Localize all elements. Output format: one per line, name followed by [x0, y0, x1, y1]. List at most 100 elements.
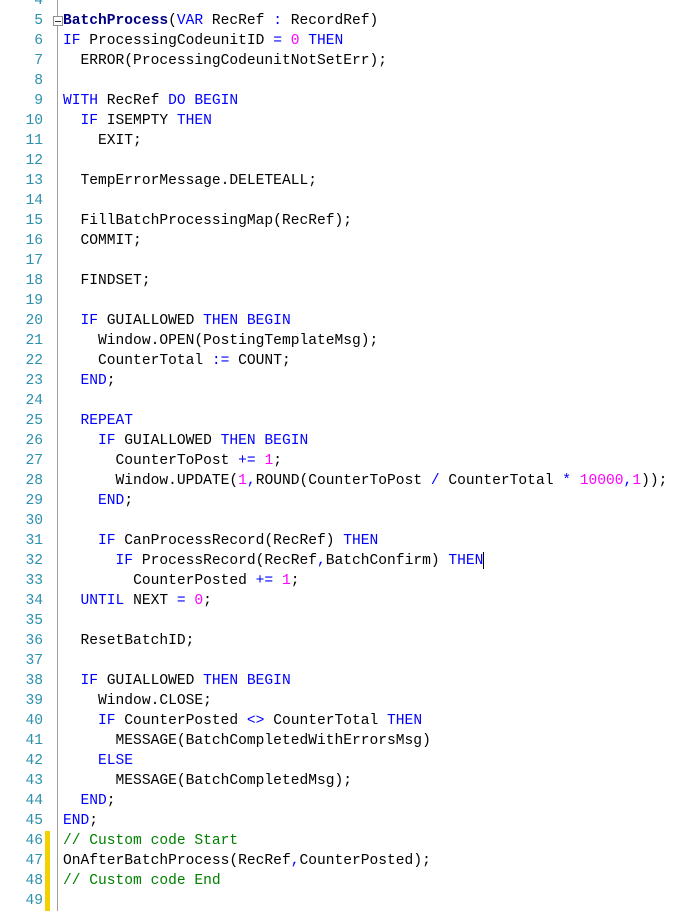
- line-number: 28: [25, 473, 43, 489]
- code-text[interactable]: IF ISEMPTY THEN: [63, 111, 212, 131]
- code-line[interactable]: 24: [0, 391, 685, 411]
- code-text[interactable]: ELSE: [63, 751, 133, 771]
- code-line[interactable]: 15 FillBatchProcessingMap(RecRef);: [0, 211, 685, 231]
- code-line[interactable]: 40 IF CounterPosted <> CounterTotal THEN: [0, 711, 685, 731]
- code-text[interactable]: EXIT;: [63, 131, 142, 151]
- code-line[interactable]: 19: [0, 291, 685, 311]
- code-text[interactable]: END;: [63, 811, 98, 831]
- code-line[interactable]: 41 MESSAGE(BatchCompletedWithErrorsMsg): [0, 731, 685, 751]
- code-line[interactable]: 33 CounterPosted += 1;: [0, 571, 685, 591]
- changed-line-marker: [45, 891, 50, 911]
- code-text[interactable]: MESSAGE(BatchCompletedMsg);: [63, 771, 352, 791]
- code-text[interactable]: ResetBatchID;: [63, 631, 195, 651]
- code-line[interactable]: 30: [0, 511, 685, 531]
- line-number: 5: [34, 13, 43, 29]
- code-token: Window.CLOSE;: [98, 693, 212, 709]
- code-token: THEN: [308, 33, 344, 49]
- code-text[interactable]: END;: [63, 491, 133, 511]
- code-text[interactable]: OnAfterBatchProcess(RecRef,CounterPosted…: [63, 851, 431, 871]
- code-token: IF: [115, 553, 134, 569]
- outline-guide: [57, 271, 58, 291]
- code-text[interactable]: Window.OPEN(PostingTemplateMsg);: [63, 331, 378, 351]
- code-line[interactable]: 10 IF ISEMPTY THEN: [0, 111, 685, 131]
- code-text[interactable]: MESSAGE(BatchCompletedWithErrorsMsg): [63, 731, 431, 751]
- code-line[interactable]: 29 END;: [0, 491, 685, 511]
- code-text[interactable]: IF GUIALLOWED THEN BEGIN: [63, 671, 291, 691]
- code-line[interactable]: 32 IF ProcessRecord(RecRef,BatchConfirm)…: [0, 551, 685, 571]
- code-text[interactable]: // Custom code End: [63, 871, 221, 891]
- code-line[interactable]: 43 MESSAGE(BatchCompletedMsg);: [0, 771, 685, 791]
- code-text[interactable]: REPEAT: [63, 411, 134, 431]
- code-text[interactable]: CounterTotal := COUNT;: [63, 351, 291, 371]
- code-text[interactable]: IF GUIALLOWED THEN BEGIN: [63, 311, 291, 331]
- code-text[interactable]: IF GUIALLOWED THEN BEGIN: [63, 431, 308, 451]
- code-line[interactable]: 22 CounterTotal := COUNT;: [0, 351, 685, 371]
- code-text[interactable]: // Custom code Start: [63, 831, 238, 851]
- code-token: 0: [290, 33, 300, 49]
- code-text[interactable]: FillBatchProcessingMap(RecRef);: [63, 211, 353, 231]
- line-number: 15: [25, 213, 43, 229]
- code-text[interactable]: END;: [63, 791, 116, 811]
- code-text[interactable]: CounterPosted += 1;: [63, 571, 299, 591]
- line-number: 40: [25, 713, 43, 729]
- code-line[interactable]: 31 IF CanProcessRecord(RecRef) THEN: [0, 531, 685, 551]
- code-token: NEXT: [124, 593, 177, 609]
- code-text[interactable]: CounterToPost += 1;: [63, 451, 282, 471]
- code-line[interactable]: 20 IF GUIALLOWED THEN BEGIN: [0, 311, 685, 331]
- code-text[interactable]: Window.UPDATE(1,ROUND(CounterToPost / Co…: [63, 471, 668, 491]
- code-line[interactable]: 25 REPEAT: [0, 411, 685, 431]
- code-line[interactable]: 48// Custom code End: [0, 871, 685, 891]
- code-text[interactable]: BatchProcess(VAR RecRef : RecordRef): [63, 11, 378, 31]
- code-line[interactable]: 23 END;: [0, 371, 685, 391]
- code-line[interactable]: 26 IF GUIALLOWED THEN BEGIN: [0, 431, 685, 451]
- outline-guide: [57, 151, 58, 171]
- code-line[interactable]: 17: [0, 251, 685, 271]
- code-text[interactable]: WITH RecRef DO BEGIN: [63, 91, 238, 111]
- code-text[interactable]: UNTIL NEXT = 0;: [63, 591, 212, 611]
- code-text[interactable]: IF CanProcessRecord(RecRef) THEN: [63, 531, 378, 551]
- code-line[interactable]: 5 BatchProcess(VAR RecRef : RecordRef): [0, 11, 685, 31]
- code-line[interactable]: 12: [0, 151, 685, 171]
- code-line[interactable]: 13 TempErrorMessage.DELETEALL;: [0, 171, 685, 191]
- code-line[interactable]: 38 IF GUIALLOWED THEN BEGIN: [0, 671, 685, 691]
- code-text[interactable]: IF ProcessRecord(RecRef,BatchConfirm) TH…: [63, 551, 485, 571]
- outline-guide: [57, 811, 58, 831]
- code-text[interactable]: Window.CLOSE;: [63, 691, 212, 711]
- code-line[interactable]: 4: [0, 0, 685, 11]
- code-text[interactable]: IF CounterPosted <> CounterTotal THEN: [63, 711, 422, 731]
- code-line[interactable]: 21 Window.OPEN(PostingTemplateMsg);: [0, 331, 685, 351]
- code-line[interactable]: 11 EXIT;: [0, 131, 685, 151]
- code-line[interactable]: 46// Custom code Start: [0, 831, 685, 851]
- code-line[interactable]: 28 Window.UPDATE(1,ROUND(CounterToPost /…: [0, 471, 685, 491]
- code-line[interactable]: 16 COMMIT;: [0, 231, 685, 251]
- code-text[interactable]: COMMIT;: [63, 231, 142, 251]
- code-line[interactable]: 27 CounterToPost += 1;: [0, 451, 685, 471]
- collapse-fold-icon[interactable]: [53, 16, 63, 26]
- code-text[interactable]: END;: [63, 371, 116, 391]
- code-line[interactable]: 8: [0, 71, 685, 91]
- code-text[interactable]: TempErrorMessage.DELETEALL;: [63, 171, 317, 191]
- code-token: IF: [98, 713, 116, 729]
- code-line[interactable]: 14: [0, 191, 685, 211]
- code-line[interactable]: 39 Window.CLOSE;: [0, 691, 685, 711]
- code-line[interactable]: 49: [0, 891, 685, 911]
- code-line[interactable]: 44 END;: [0, 791, 685, 811]
- code-text[interactable]: IF ProcessingCodeunitID = 0 THEN: [63, 31, 343, 51]
- code-token: 0: [194, 593, 204, 609]
- code-line[interactable]: 37: [0, 651, 685, 671]
- code-line[interactable]: 18 FINDSET;: [0, 271, 685, 291]
- code-line[interactable]: 7 ERROR(ProcessingCodeunitNotSetErr);: [0, 51, 685, 71]
- code-text[interactable]: FINDSET;: [63, 271, 151, 291]
- outline-guide: [57, 831, 58, 851]
- code-text[interactable]: ERROR(ProcessingCodeunitNotSetErr);: [63, 51, 388, 71]
- code-line[interactable]: 36 ResetBatchID;: [0, 631, 685, 651]
- code-token: /: [430, 473, 440, 489]
- code-line[interactable]: 42 ELSE: [0, 751, 685, 771]
- code-line[interactable]: 35: [0, 611, 685, 631]
- code-line[interactable]: 34 UNTIL NEXT = 0;: [0, 591, 685, 611]
